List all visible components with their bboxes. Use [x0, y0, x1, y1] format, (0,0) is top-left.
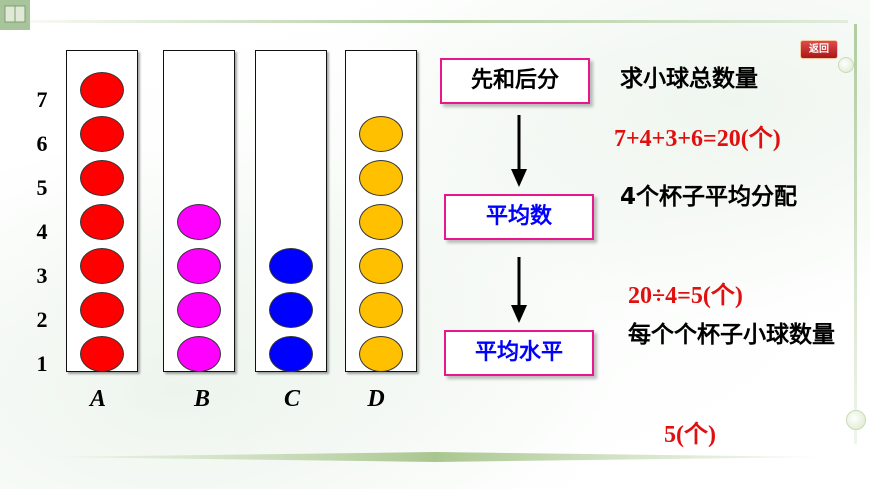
cup-d: [345, 50, 417, 372]
ball-a-7: [80, 72, 124, 108]
ball-d-1: [359, 336, 403, 372]
y-axis-label: 5: [36, 175, 48, 200]
ball-c-2: [269, 292, 313, 328]
ball-b-4: [177, 204, 221, 240]
y-axis-label: 7: [36, 87, 48, 112]
desc-total-balls: 求小球总数量: [620, 66, 758, 92]
ball-d-6: [359, 116, 403, 152]
desc-balls-per-cup: 每个个杯子小球数量: [628, 322, 835, 348]
y-axis-label: 2: [36, 307, 48, 332]
cup-label-c: C: [283, 386, 300, 412]
y-axis-label: 3: [36, 263, 48, 288]
formula-result: 5(个): [664, 422, 716, 448]
top-decor-line: [28, 20, 848, 23]
ball-a-2: [80, 292, 124, 328]
cup-c: [255, 50, 327, 372]
cup-b: [163, 50, 235, 372]
step-box-sum-then-divide: 先和后分: [440, 58, 590, 104]
return-button[interactable]: 返回: [800, 40, 838, 59]
decor-dot: [838, 57, 854, 73]
ball-a-1: [80, 336, 124, 372]
arrow-down-icon: [511, 115, 527, 187]
ball-c-3: [269, 248, 313, 284]
decor-dot: [846, 410, 866, 430]
y-axis-label: 6: [36, 131, 48, 156]
ball-a-3: [80, 248, 124, 284]
arrow-down-icon: [511, 257, 527, 323]
ball-d-2: [359, 292, 403, 328]
right-decor-line: [854, 24, 857, 444]
desc-average-distribution: 4个杯子平均分配: [620, 184, 798, 210]
formula-total: 7+4+3+6=20(个): [614, 126, 781, 152]
formula-average: 20÷4=5(个): [628, 283, 743, 309]
cup-a: [66, 50, 138, 372]
ball-d-4: [359, 204, 403, 240]
ball-a-4: [80, 204, 124, 240]
bottom-decor-band: [50, 452, 820, 462]
ball-c-1: [269, 336, 313, 372]
ball-b-1: [177, 336, 221, 372]
ball-d-3: [359, 248, 403, 284]
y-axis-label: 1: [36, 351, 48, 376]
book-icon: [0, 0, 30, 30]
ball-b-2: [177, 292, 221, 328]
y-axis-label: 4: [36, 219, 48, 244]
cup-label-a: A: [89, 386, 106, 412]
step-box-average: 平均数: [444, 194, 594, 240]
ball-a-6: [80, 116, 124, 152]
ball-b-3: [177, 248, 221, 284]
ball-a-5: [80, 160, 124, 196]
cup-label-d: D: [367, 386, 385, 412]
cup-label-b: B: [193, 386, 210, 412]
ball-d-5: [359, 160, 403, 196]
step-box-average-level: 平均水平: [444, 330, 594, 376]
